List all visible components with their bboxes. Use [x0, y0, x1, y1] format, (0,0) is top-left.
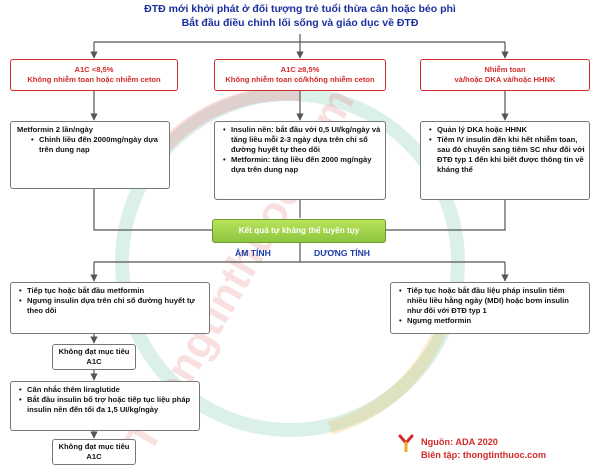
treatment-dka-bullet-2: Tiêm IV insulin đến khi hết nhiễm toan, …: [429, 135, 585, 175]
diagram-title: ĐTĐ mới khởi phát ở đối tượng trẻ tuổi t…: [144, 3, 456, 15]
diagram-subtitle: Bắt đầu điều chỉnh lối sống và giáo dục …: [181, 17, 419, 29]
brand-logo-icon: [398, 434, 414, 452]
branch-acidosis: Nhiễm toan và/hoặc DKA và/hoặc HHNK: [420, 59, 590, 91]
branch-a1c-high-line2: Không nhiễm toan có/không nhiễm ceton: [225, 75, 375, 84]
branch-a1c-high: A1C ≥8,5% Không nhiễm toan có/không nhiễ…: [214, 59, 386, 91]
branch-a1c-low-line2: Không nhiễm toan hoặc nhiễm ceton: [27, 75, 161, 84]
editor-line: Biên tập: thongtinthuoc.com: [421, 450, 547, 460]
treatment-insulin-box: Insulin nền: bắt đầu với 0,5 UI/kg/ngày …: [214, 121, 386, 200]
positive-bullet-2: Ngưng metformin: [399, 316, 585, 326]
treatment-dka-box: Quản lý DKA hoặc HHNK Tiêm IV insulin đế…: [420, 121, 590, 200]
branch-a1c-low-line1: A1C <8,5%: [74, 65, 114, 74]
treatment-dka-bullet-1: Quản lý DKA hoặc HHNK: [429, 125, 585, 135]
negative-bullet-3: Cân nhắc thêm liraglutide: [19, 385, 195, 395]
negative-bullet-1: Tiếp tục hoặc bắt đầu metformin: [19, 286, 205, 296]
negative-liraglutide-box: Cân nhắc thêm liraglutide Bắt đầu insuli…: [10, 381, 200, 431]
negative-bullet-4: Bắt đầu insulin bổ trợ hoặc tiếp tục liệ…: [19, 395, 195, 415]
treatment-metformin-box: Metformin 2 lần/ngày Chỉnh liều đến 2000…: [10, 121, 170, 189]
positive-label: DƯƠNG TÍNH: [314, 248, 370, 258]
not-reached-a1c-box-1: Không đạt mục tiêu A1C: [52, 344, 136, 370]
source-line: Nguồn: ADA 2020: [421, 437, 498, 447]
positive-insulin-box: Tiếp tục hoặc bắt đầu liệu pháp insulin …: [390, 282, 590, 334]
negative-metformin-box: Tiếp tục hoặc bắt đầu metformin Ngưng in…: [10, 282, 210, 334]
negative-label: ÂM TÍNH: [235, 248, 271, 258]
not-reached-a1c-box-2: Không đạt mục tiêu A1C: [52, 439, 136, 465]
autoantibody-result-box: Kết quả tự kháng thể tuyến tụy: [212, 219, 386, 243]
negative-bullet-2: Ngưng insulin dựa trên chỉ số đường huyế…: [19, 296, 205, 316]
treatment-metformin-bullet: Chỉnh liều đến 2000mg/ngày dựa trên dung…: [31, 135, 165, 155]
branch-acidosis-line1: Nhiễm toan: [484, 65, 526, 74]
branch-a1c-high-line1: A1C ≥8,5%: [280, 65, 320, 74]
treatment-insulin-bullet-2: Metformin: tăng liều đến 2000 mg/ngày dự…: [223, 155, 381, 175]
treatment-metformin-intro: Metformin 2 lần/ngày: [17, 125, 93, 134]
treatment-insulin-bullet-1: Insulin nền: bắt đầu với 0,5 UI/kg/ngày …: [223, 125, 381, 155]
positive-bullet-1: Tiếp tục hoặc bắt đầu liệu pháp insulin …: [399, 286, 585, 316]
branch-acidosis-line2: và/hoặc DKA và/hoặc HHNK: [454, 75, 556, 84]
branch-a1c-low: A1C <8,5% Không nhiễm toan hoặc nhiễm ce…: [10, 59, 178, 91]
